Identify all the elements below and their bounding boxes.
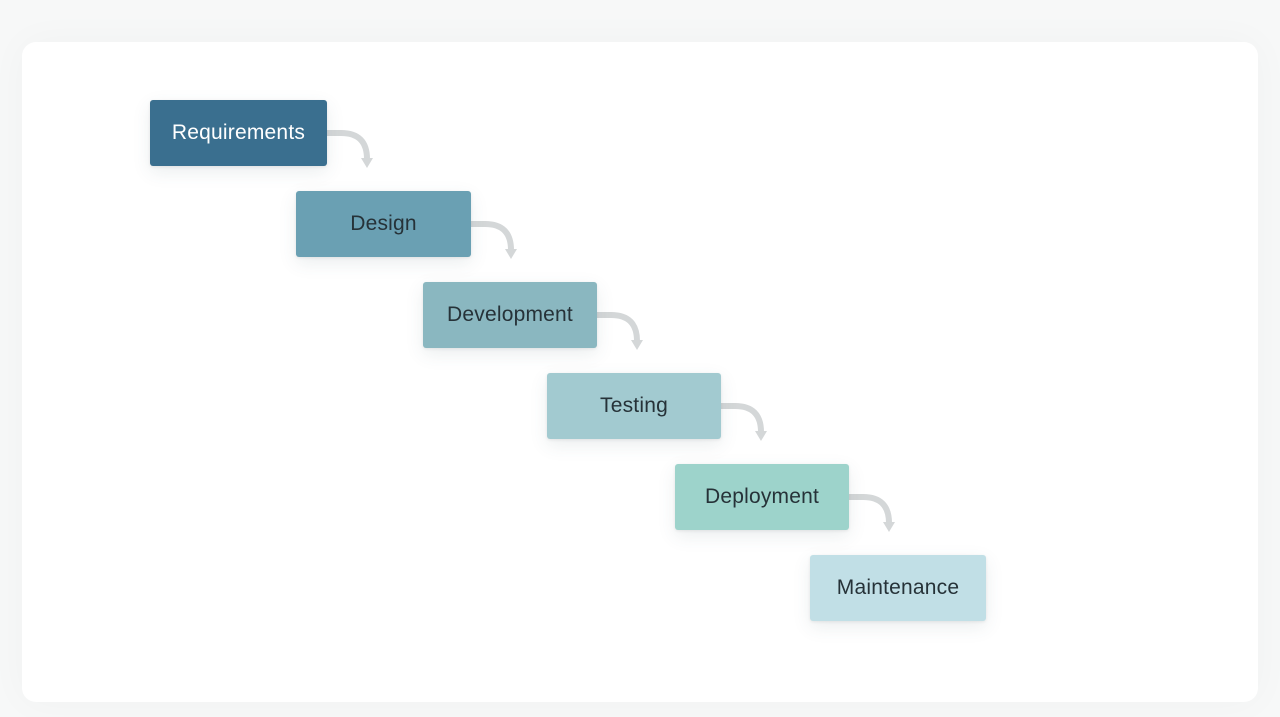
stage-deployment: Deployment	[675, 464, 849, 530]
connector-development-to-testing	[597, 312, 640, 342]
connector-requirements-to-design	[327, 130, 370, 160]
stage-maintenance: Maintenance	[810, 555, 986, 621]
stage-label-deployment: Deployment	[704, 485, 820, 508]
arrowhead-icon	[361, 158, 373, 168]
arrowhead-icon	[505, 249, 517, 259]
stage-label-requirements: Requirements	[171, 121, 306, 144]
arrowhead-icon	[755, 431, 767, 441]
stage-development: Development	[423, 282, 597, 348]
stage-label-maintenance: Maintenance	[836, 576, 960, 599]
stage-testing: Testing	[547, 373, 721, 439]
connector-deployment-to-maintenance	[849, 494, 892, 524]
stage-label-testing: Testing	[600, 394, 668, 417]
connector-testing-to-deployment	[721, 403, 764, 433]
stage-label-development: Development	[447, 303, 573, 326]
arrowhead-icon	[631, 340, 643, 350]
arrowhead-icon	[883, 522, 895, 532]
stage-label-design: Design	[350, 212, 417, 235]
stage-requirements: Requirements	[150, 100, 327, 166]
connector-design-to-development	[471, 221, 514, 251]
stage-design: Design	[296, 191, 471, 257]
